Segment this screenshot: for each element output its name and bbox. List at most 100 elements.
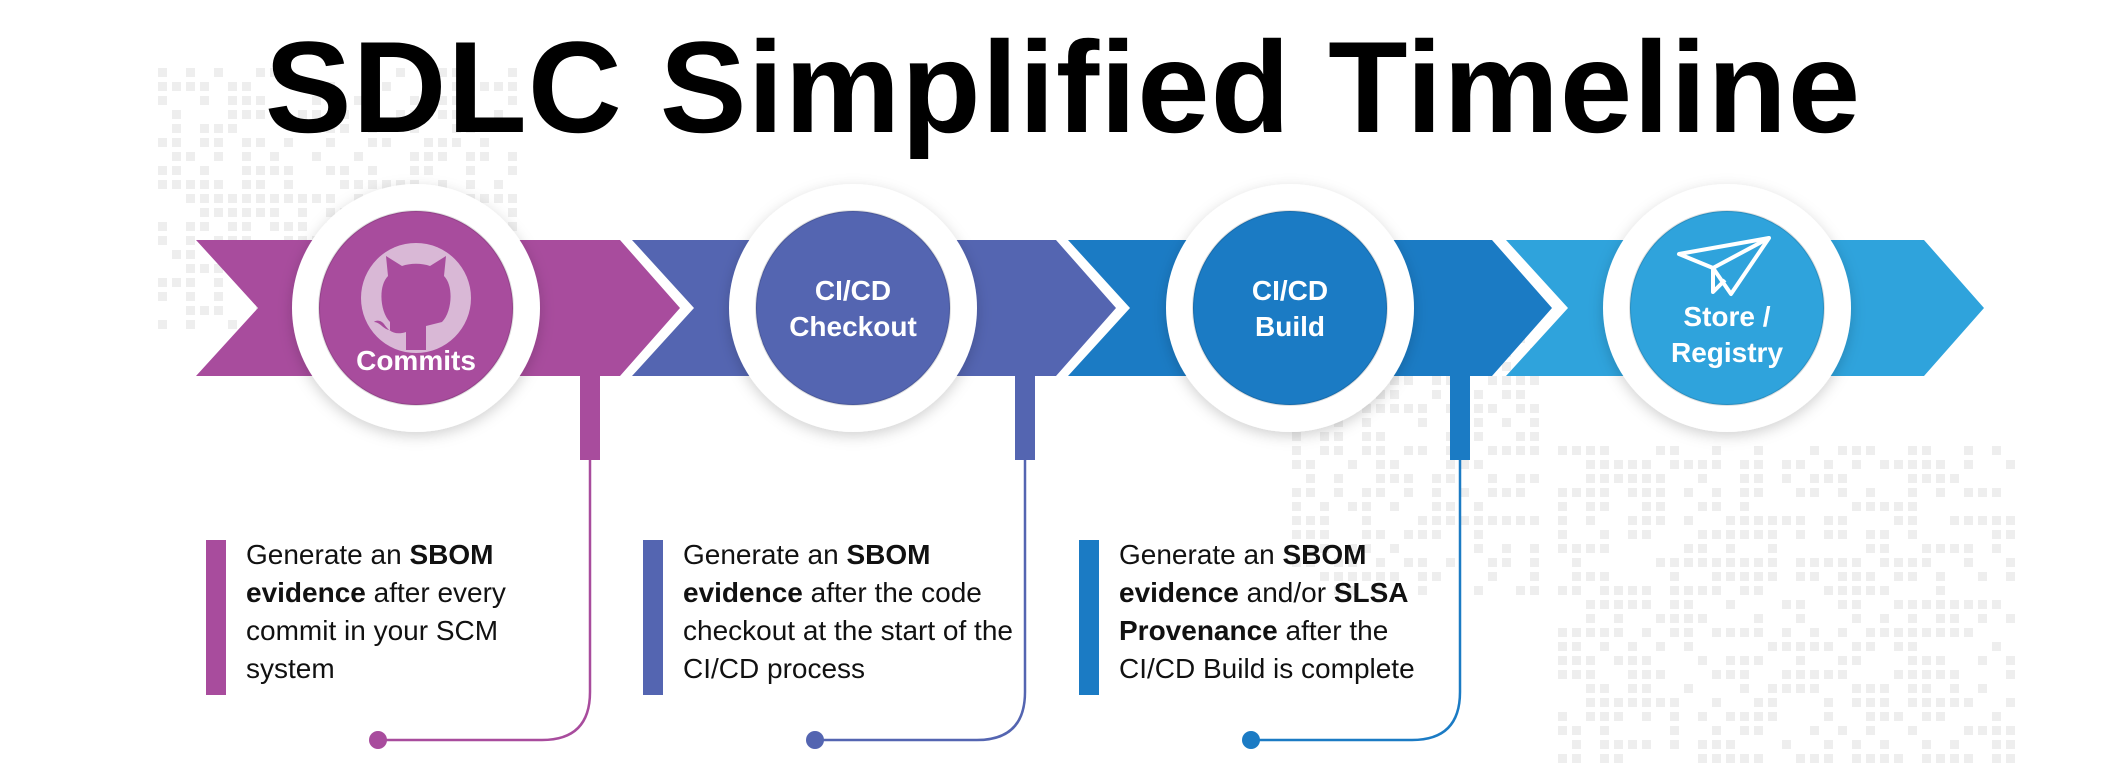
world-map-background: [158, 68, 2015, 763]
map-dot: [438, 96, 447, 105]
map-dot: [228, 222, 237, 231]
map-dot: [1852, 600, 1861, 609]
map-dot: [186, 250, 195, 259]
map-dot: [1530, 376, 1539, 385]
map-dot: [1796, 614, 1805, 623]
map-dot: [1446, 460, 1455, 469]
map-dot: [1768, 684, 1777, 693]
map-dot: [368, 180, 377, 189]
map-dot: [1348, 544, 1357, 553]
map-dot: [242, 166, 251, 175]
map-dot: [1362, 404, 1371, 413]
map-dot: [1712, 628, 1721, 637]
map-dot: [1670, 572, 1679, 581]
map-dot: [1628, 642, 1637, 651]
map-dot: [1348, 558, 1357, 567]
map-dot: [1586, 684, 1595, 693]
map-dot: [1530, 418, 1539, 427]
map-dot: [1936, 586, 1945, 595]
map-dot: [1978, 488, 1987, 497]
map-dot: [1684, 684, 1693, 693]
map-dot: [2006, 558, 2015, 567]
map-dot: [1950, 474, 1959, 483]
map-dot: [1390, 474, 1399, 483]
map-dot: [1628, 530, 1637, 539]
map-dot: [2006, 460, 2015, 469]
description-text: and/or: [1238, 577, 1334, 608]
map-dot: [1446, 502, 1455, 511]
map-dot: [242, 96, 251, 105]
map-dot: [1964, 726, 1973, 735]
map-dot: [1362, 418, 1371, 427]
map-dot: [1334, 586, 1343, 595]
map-dot: [1642, 502, 1651, 511]
map-dot: [1614, 754, 1623, 763]
map-dot: [1880, 586, 1889, 595]
map-dot: [1600, 754, 1609, 763]
map-dot: [340, 180, 349, 189]
map-dot: [1376, 586, 1385, 595]
map-dot: [1894, 628, 1903, 637]
map-dot: [1880, 740, 1889, 749]
map-dot: [1418, 572, 1427, 581]
map-dot: [256, 194, 265, 203]
map-dot: [1922, 474, 1931, 483]
map-dot: [1824, 558, 1833, 567]
map-dot: [298, 194, 307, 203]
map-dot: [1852, 572, 1861, 581]
map-dot: [242, 152, 251, 161]
map-dot: [1908, 572, 1917, 581]
map-dot: [1852, 740, 1861, 749]
map-dot: [1628, 740, 1637, 749]
map-dot: [1306, 530, 1315, 539]
map-dot: [326, 166, 335, 175]
map-dot: [466, 68, 475, 77]
map-dot: [1376, 390, 1385, 399]
map-dot: [326, 82, 335, 91]
map-dot: [200, 138, 209, 147]
map-dot: [1796, 656, 1805, 665]
map-dot: [1782, 740, 1791, 749]
map-dot: [1838, 572, 1847, 581]
map-dot: [1642, 656, 1651, 665]
map-dot: [1292, 530, 1301, 539]
map-dot: [1726, 628, 1735, 637]
map-dot: [1670, 586, 1679, 595]
map-dot: [1838, 530, 1847, 539]
map-dot: [242, 194, 251, 203]
map-dot: [228, 110, 237, 119]
map-dot: [1502, 362, 1511, 371]
map-dot: [1404, 488, 1413, 497]
map-dot: [1558, 488, 1567, 497]
map-dot: [326, 194, 335, 203]
description-accent-bar: [1079, 540, 1099, 695]
map-dot: [158, 96, 167, 105]
map-dot: [1474, 390, 1483, 399]
map-dot: [1698, 614, 1707, 623]
map-dot: [270, 166, 279, 175]
map-dot: [1572, 740, 1581, 749]
map-dot: [1810, 726, 1819, 735]
map-dot: [340, 166, 349, 175]
map-dot: [1796, 572, 1805, 581]
map-dot: [2006, 726, 2015, 735]
map-dot: [1670, 446, 1679, 455]
map-dot: [1852, 684, 1861, 693]
map-dot: [1712, 572, 1721, 581]
map-dot: [382, 180, 391, 189]
stage-description: Generate an SBOM evidence after every co…: [246, 536, 576, 688]
map-dot: [1418, 446, 1427, 455]
map-dot: [1292, 516, 1301, 525]
map-dot: [1964, 460, 1973, 469]
map-dot: [1740, 586, 1749, 595]
map-dot: [1320, 502, 1329, 511]
map-dot: [1516, 390, 1525, 399]
map-dot: [424, 138, 433, 147]
stage-label: Commits: [356, 345, 476, 376]
map-dot: [1866, 712, 1875, 721]
map-dot: [1418, 516, 1427, 525]
map-dot: [228, 320, 237, 329]
map-dot: [1978, 656, 1987, 665]
map-dot: [1586, 446, 1595, 455]
map-dot: [1390, 376, 1399, 385]
